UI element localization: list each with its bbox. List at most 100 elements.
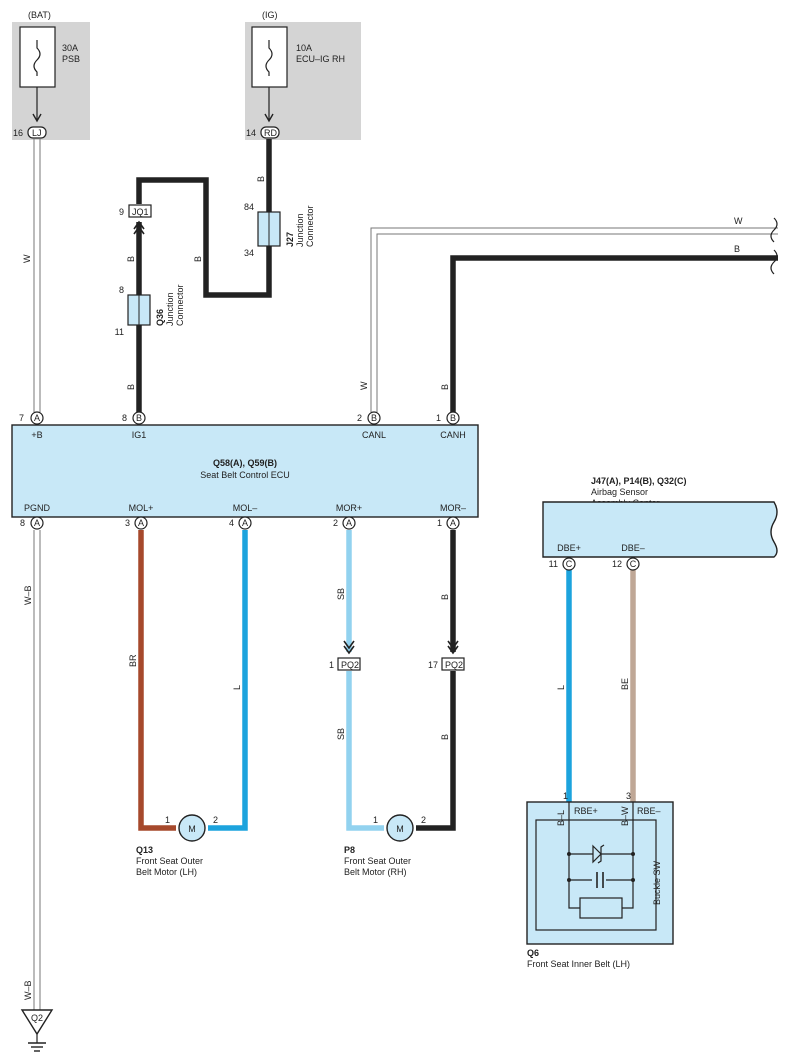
wire-label-b-ig1: B [126,384,136,390]
j27-desc2: Connector [305,205,315,247]
zener-diode-icon [592,844,602,864]
svg-text:4: 4 [229,518,234,528]
wire-label-b-canh: B [440,384,450,390]
ecu-pin-ig1: B 8 IG1 [122,411,146,440]
svg-text:Front Seat Outer: Front Seat Outer [344,856,411,866]
wires-upper [33,139,778,412]
svg-text:1: 1 [437,518,442,528]
svg-text:B: B [450,413,456,423]
svg-text:Airbag Sensor: Airbag Sensor [591,487,648,497]
svg-text:A: A [138,518,144,528]
svg-text:B: B [440,734,450,740]
svg-text:1: 1 [563,791,568,801]
svg-text:P8: P8 [344,845,355,855]
ecu-pin-plus-b: A 7 +B [19,411,44,440]
svg-text:W–B: W–B [23,585,33,605]
svg-text:A: A [242,518,248,528]
svg-text:B: B [136,413,142,423]
q36-pin-top: 8 [119,285,124,295]
svg-text:2: 2 [333,518,338,528]
svg-text:B–L: B–L [556,810,566,826]
connector-pq2-mor-minus: PQ2 17 [428,640,465,671]
svg-text:Q13: Q13 [136,845,153,855]
svg-text:SB: SB [336,728,346,740]
ecu-pin-mol-minus: MOL– A 4 [229,503,258,530]
svg-text:17: 17 [428,660,438,670]
ecu-pin-canh: B 1 CANH [436,411,466,440]
ground-q2: Q2 [20,1009,54,1052]
source-bat: (BAT) 30A PSB LJ 16 [12,10,90,140]
svg-text:1: 1 [329,660,334,670]
svg-text:12: 12 [612,559,622,569]
fuse-psb-amps: 30A [62,43,78,53]
chevron-down-icon [264,113,274,123]
j27-pin-bottom: 34 [244,248,254,258]
svg-text:1: 1 [165,815,170,825]
svg-text:B: B [440,594,450,600]
source-ig-supply: (IG) [262,10,278,20]
fuse-psb-icon [33,40,41,76]
svg-text:8: 8 [20,518,25,528]
q36-pin-bottom: 11 [115,327,124,337]
ecu-pin-mor-minus: MOR– A 1 [437,503,466,530]
svg-text:DBE–: DBE– [621,543,645,553]
airbag-sensor-assembly-center: J47(A), P14(B), Q32(C) Airbag Sensor Ass… [542,476,778,571]
svg-text:Belt Motor (RH): Belt Motor (RH) [344,867,407,877]
source-ig: (IG) 10A ECU–IG RH RD 14 [245,10,361,140]
svg-text:7: 7 [19,413,24,423]
svg-text:MOR+: MOR+ [336,503,362,513]
q36-desc2: Connector [175,284,185,326]
svg-text:PGND: PGND [24,503,51,513]
connector-pq2-mor-plus: PQ2 1 [329,640,361,671]
svg-text:PQ2: PQ2 [341,660,359,670]
junction-j27: 84 34 J27 Junction Connector [244,202,315,258]
svg-text:+B: +B [31,430,42,440]
svg-text:RBE+: RBE+ [574,806,598,816]
ground-icon [20,1009,54,1036]
bat-conn-pin: 16 [13,128,23,138]
connector-jq1: JQ1 9 [119,204,152,235]
svg-text:BE: BE [620,678,630,690]
svg-text:B: B [371,413,377,423]
svg-text:Front Seat Outer: Front Seat Outer [136,856,203,866]
svg-text:A: A [34,413,40,423]
svg-text:2: 2 [357,413,362,423]
ecu-pin-mor-plus: MOR+ A 2 [333,503,362,530]
fuse-ecu-ig-name: ECU–IG RH [296,54,345,64]
svg-text:MOL–: MOL– [233,503,258,513]
svg-text:BR: BR [128,654,138,667]
svg-text:M: M [188,824,196,834]
svg-text:A: A [34,518,40,528]
svg-text:A: A [346,518,352,528]
motor-icon [386,814,414,842]
j27-pin-top: 84 [244,202,254,212]
buckle-switch-q6: 1 3 RBE+ RBE– B–L B–W Buckle SW Q6 Front… [526,791,674,969]
svg-text:A: A [450,518,456,528]
chevron-down-icon [343,640,355,655]
svg-text:C: C [630,559,637,569]
svg-text:L: L [232,685,242,690]
motor-icon [178,814,206,842]
svg-text:J47(A), P14(B), Q32(C): J47(A), P14(B), Q32(C) [591,476,687,486]
svg-text:B–W: B–W [620,806,630,826]
wire-labels-upper: W B B B B W B W B [22,176,743,390]
ecu-pin-mol-plus: MOL+ A 3 [125,503,153,530]
svg-text:1: 1 [436,413,441,423]
svg-text:CANH: CANH [440,430,466,440]
svg-text:CANL: CANL [362,430,386,440]
svg-text:2: 2 [213,815,218,825]
source-bat-supply: (BAT) [28,10,51,20]
ecu-name: Seat Belt Control ECU [200,470,290,480]
wire-label-b-loop: B [193,256,203,262]
svg-text:W–B: W–B [23,980,33,1000]
ecu-pin-pgnd: PGND A 8 [20,503,51,530]
svg-text:C: C [566,559,573,569]
motor-q13: M 1 2 Q13 Front Seat Outer Belt Motor (L… [136,814,218,877]
wire-label-w-top: W [734,216,743,226]
ig-conn-pin: 14 [246,128,256,138]
fuse-psb-name: PSB [62,54,80,64]
ig-conn-name: RD [264,128,277,138]
svg-text:Buckle SW: Buckle SW [652,860,662,905]
wire-label-b-ig: B [256,176,266,182]
svg-text:1: 1 [373,815,378,825]
